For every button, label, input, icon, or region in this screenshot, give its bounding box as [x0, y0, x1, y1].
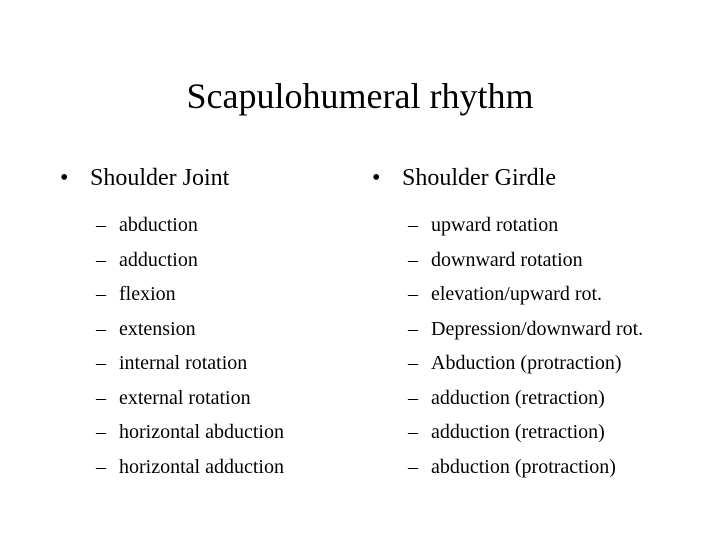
list-item: –extension — [60, 312, 360, 347]
list-item-label: horizontal abduction — [119, 421, 284, 443]
list-item-label: Abduction (protraction) — [431, 352, 622, 374]
right-column: • Shoulder Girdle –upward rotation –down… — [372, 160, 712, 484]
dash-icon: – — [408, 421, 418, 443]
list-item-label: Depression/downward rot. — [431, 317, 644, 340]
list-item-label: adduction (retraction) — [431, 386, 605, 409]
list-item: –abduction (protraction) — [372, 450, 712, 485]
list-item: –adduction (retraction) — [372, 415, 712, 450]
list-item-label: downward rotation — [431, 248, 583, 271]
dash-icon: – — [408, 248, 418, 271]
list-item: –elevation/upward rot. — [372, 277, 712, 312]
list-item-label: abduction (protraction) — [431, 455, 616, 478]
list-item: –Depression/downward rot. — [372, 312, 712, 347]
left-list: –abduction –adduction –flexion –extensio… — [60, 208, 360, 484]
right-heading-label: Shoulder Girdle — [402, 165, 556, 191]
slide-title: Scapulohumeral rhythm — [186, 76, 534, 116]
list-item: –downward rotation — [372, 243, 712, 278]
dash-icon: – — [408, 317, 418, 340]
list-item-label: horizontal adduction — [119, 455, 284, 478]
list-item: –Abduction (protraction) — [372, 346, 712, 381]
list-item-label: abduction — [119, 214, 198, 236]
list-item-label: adduction — [119, 248, 198, 271]
dash-icon: – — [96, 421, 106, 443]
list-item-label: elevation/upward rot. — [431, 283, 603, 305]
dash-icon: – — [96, 352, 106, 374]
list-item: –horizontal adduction — [60, 450, 360, 485]
dash-icon: – — [408, 455, 418, 478]
list-item-label: extension — [119, 317, 196, 340]
dash-icon: – — [408, 214, 418, 236]
list-item: –abduction — [60, 208, 360, 243]
list-item: –adduction — [60, 243, 360, 278]
list-item: –internal rotation — [60, 346, 360, 381]
list-item-label: adduction (retraction) — [431, 421, 605, 443]
left-heading: • Shoulder Joint — [60, 160, 360, 196]
left-heading-label: Shoulder Joint — [90, 165, 230, 191]
list-item-label: external rotation — [119, 386, 251, 409]
list-item: –horizontal abduction — [60, 415, 360, 450]
bullet-icon: • — [60, 165, 69, 191]
dash-icon: – — [96, 214, 106, 236]
right-heading: • Shoulder Girdle — [372, 160, 712, 196]
dash-icon: – — [96, 248, 106, 271]
dash-icon: – — [96, 283, 106, 305]
left-column: • Shoulder Joint –abduction –adduction –… — [60, 160, 360, 484]
dash-icon: – — [96, 455, 106, 478]
dash-icon: – — [96, 317, 106, 340]
list-item: –adduction (retraction) — [372, 381, 712, 416]
right-list: –upward rotation –downward rotation –ele… — [372, 208, 712, 484]
list-item: –upward rotation — [372, 208, 712, 243]
bullet-icon: • — [372, 165, 381, 191]
list-item: –external rotation — [60, 381, 360, 416]
dash-icon: – — [408, 352, 418, 374]
dash-icon: – — [96, 386, 106, 409]
dash-icon: – — [408, 386, 418, 409]
list-item-label: internal rotation — [119, 352, 248, 374]
list-item-label: flexion — [119, 283, 176, 305]
list-item-label: upward rotation — [431, 214, 559, 236]
list-item: –flexion — [60, 277, 360, 312]
dash-icon: – — [408, 283, 418, 305]
